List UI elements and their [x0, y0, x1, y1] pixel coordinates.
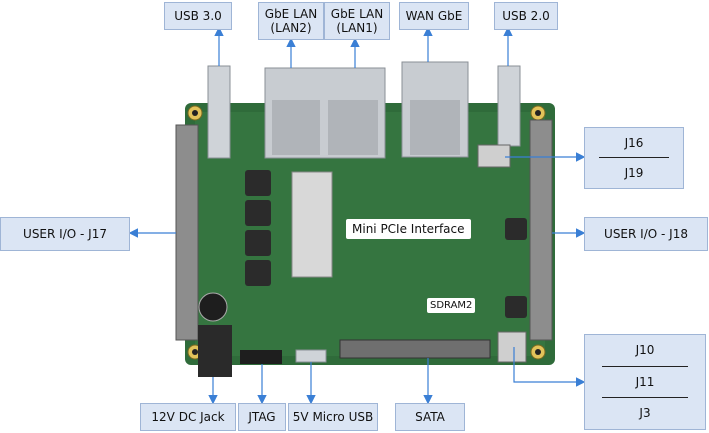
- divider: [602, 366, 688, 367]
- callout-j10-j11-j3: J10 J11 J3: [584, 334, 706, 430]
- j19-label: J19: [625, 166, 644, 180]
- callout-usb3: USB 3.0: [164, 2, 232, 30]
- mini-pcie-label: Mini PCIe Interface: [346, 219, 471, 239]
- callout-micro-usb: 5V Micro USB: [288, 403, 378, 431]
- divider: [599, 157, 670, 158]
- callout-dc-jack: 12V DC Jack: [140, 403, 236, 431]
- callout-gbe-lan2: GbE LAN (LAN2): [258, 2, 324, 40]
- arrow-j10-j11-j3: [514, 347, 583, 382]
- callout-sata: SATA: [395, 403, 465, 431]
- j10-label: J10: [636, 343, 655, 357]
- callout-usb2: USB 2.0: [494, 2, 558, 30]
- j3-label: J3: [639, 406, 650, 420]
- callout-j16-j19: J16 J19: [584, 127, 684, 189]
- divider: [602, 397, 688, 398]
- j11-label: J11: [636, 375, 655, 389]
- callout-jtag: JTAG: [238, 403, 286, 431]
- callout-gbe-lan1: GbE LAN (LAN1): [324, 2, 390, 40]
- j16-label: J16: [625, 136, 644, 150]
- callout-user-io-j17: USER I/O - J17: [0, 217, 130, 251]
- callout-wan-gbe: WAN GbE: [399, 2, 469, 30]
- callout-user-io-j18: USER I/O - J18: [584, 217, 708, 251]
- sdram-label: SDRAM2: [427, 298, 475, 313]
